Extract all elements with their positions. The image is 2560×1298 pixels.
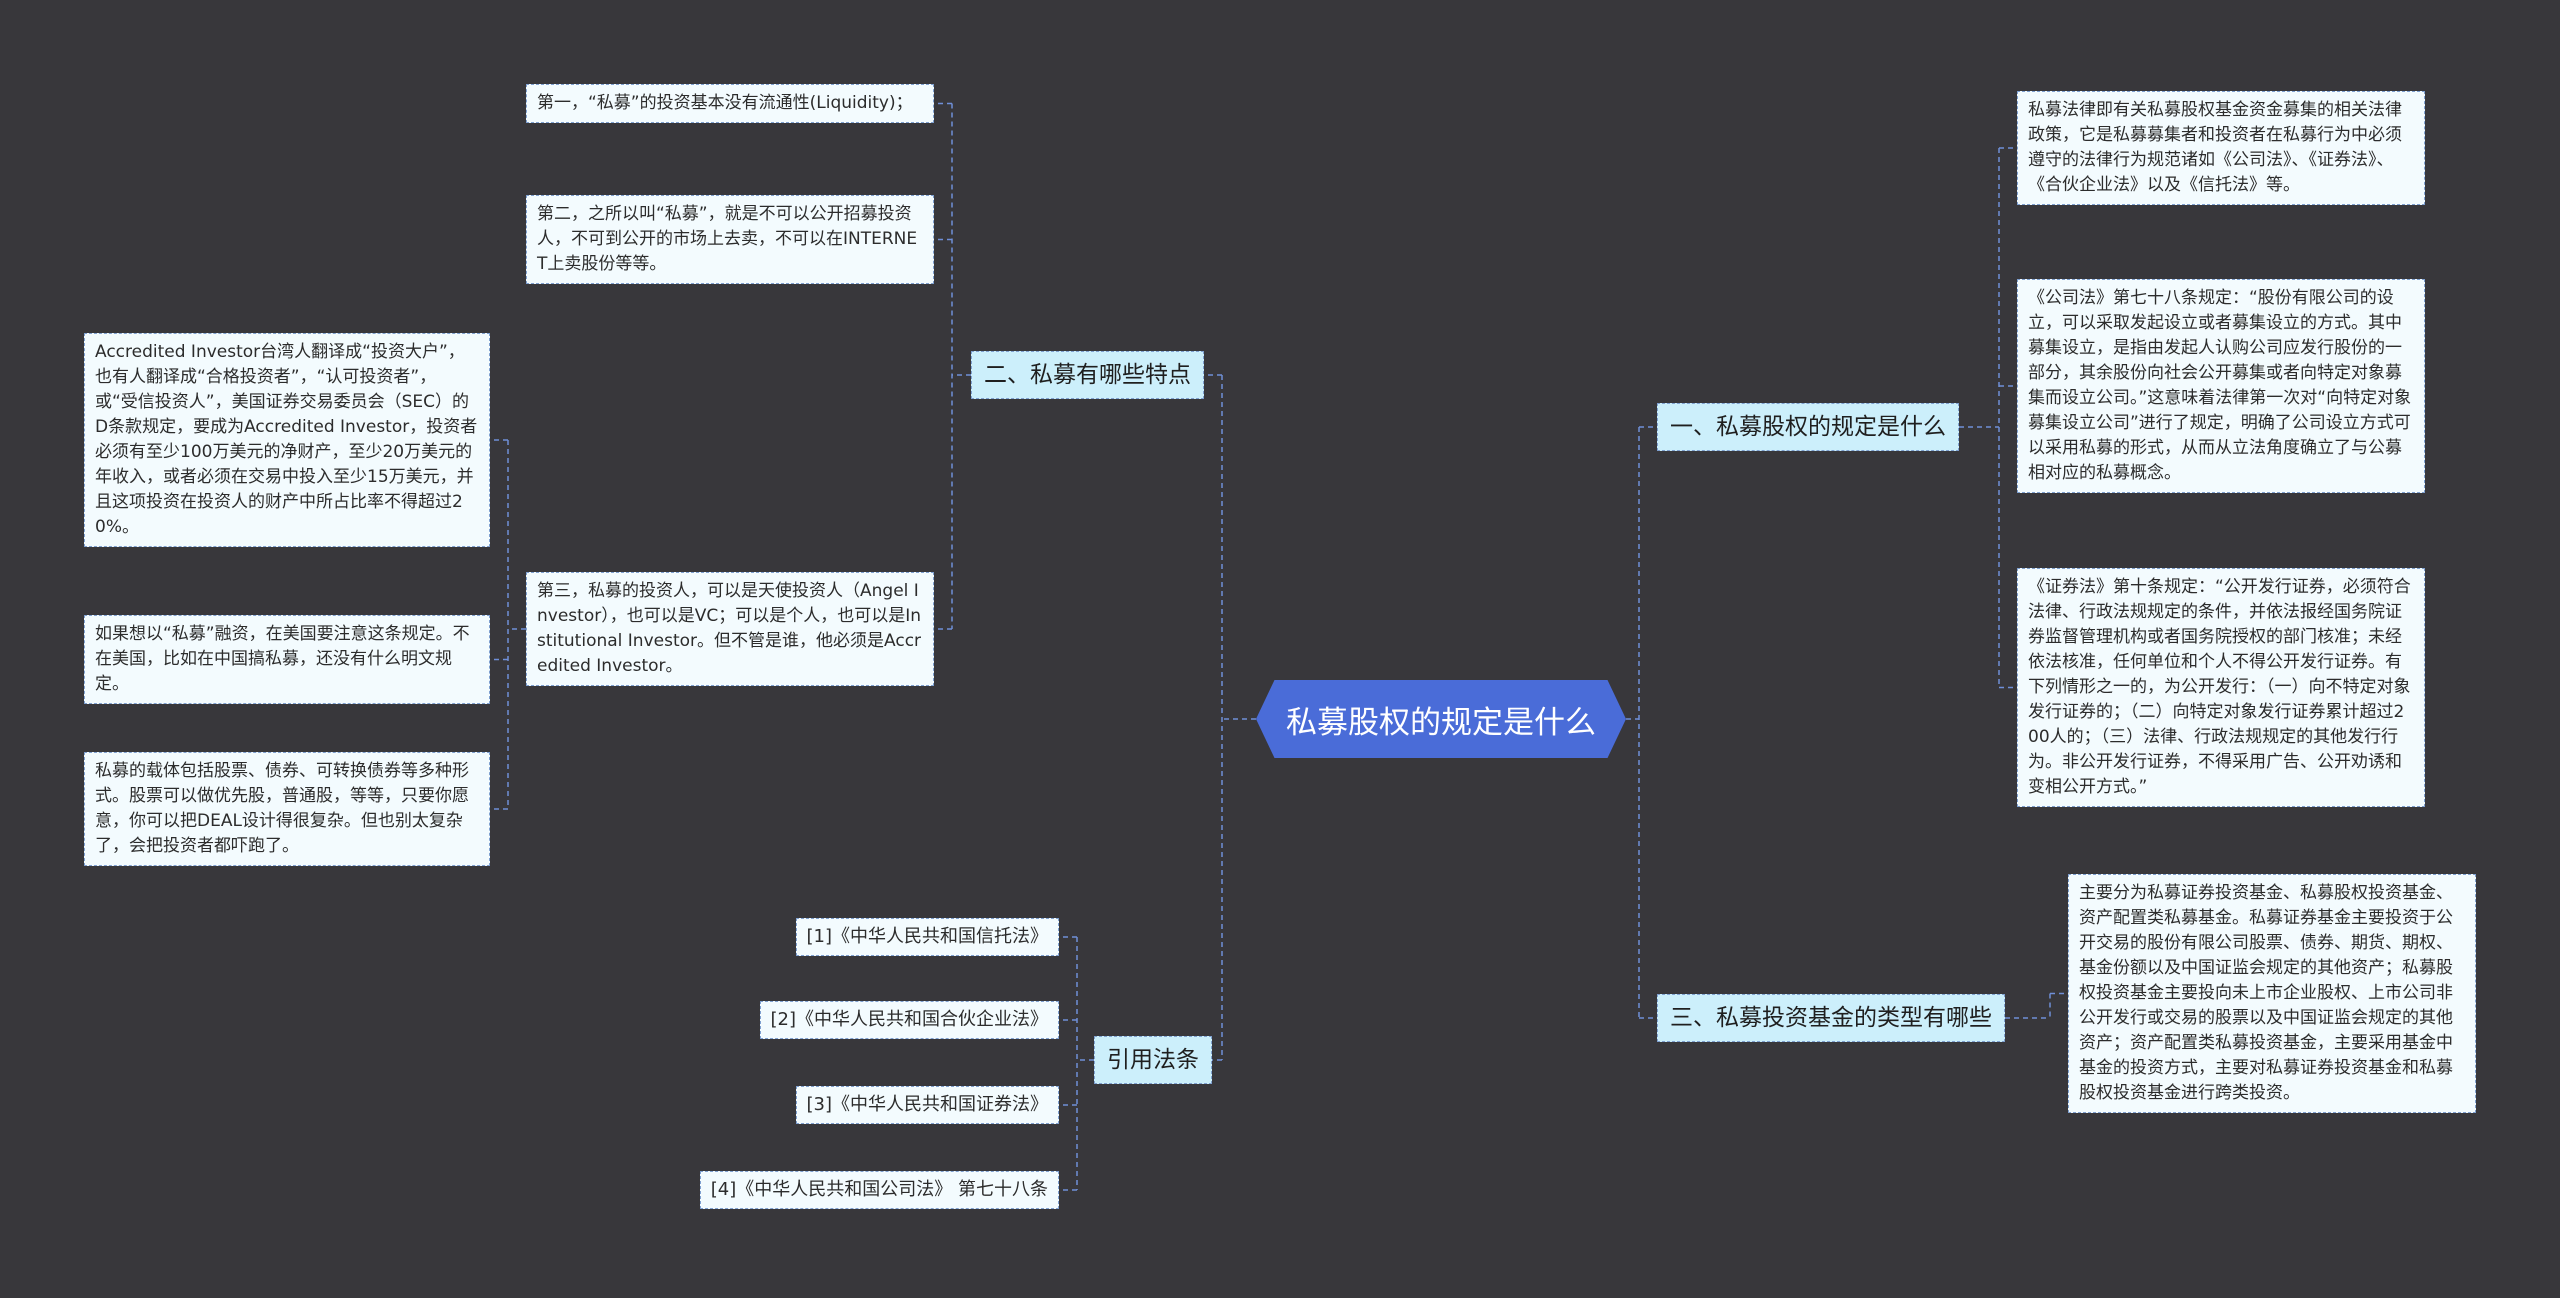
leaf-third-investors: 第三，私募的投资人，可以是天使投资人（Angel Investor），也可以是V… <box>526 572 934 686</box>
leaf-fund-types: 主要分为私募证券投资基金、私募股权投资基金、资产配置类私募基金。私募证券基金主要… <box>2068 874 2476 1113</box>
branch-fund-types[interactable]: 三、私募投资基金的类型有哪些 <box>1657 994 2005 1042</box>
root-topic[interactable]: 私募股权的规定是什么 <box>1256 680 1626 758</box>
branch-regulations[interactable]: 一、私募股权的规定是什么 <box>1657 403 1959 451</box>
leaf-private-placement-law: 私募法律即有关私募股权基金资金募集的相关法律政策，它是私募募集者和投资者在私募行… <box>2017 91 2425 205</box>
leaf-vehicle-forms: 私募的载体包括股票、债券、可转换债券等多种形式。股票可以做优先股，普通股，等等，… <box>84 752 490 866</box>
branch-title: 一、私募股权的规定是什么 <box>1670 414 1946 440</box>
root-title: 私募股权的规定是什么 <box>1286 704 1596 741</box>
branch-cited-laws[interactable]: 引用法条 <box>1094 1036 1212 1084</box>
leaf-us-rule-note: 如果想以“私募”融资，在美国要注意这条规定。不在美国，比如在中国搞私募，还没有什… <box>84 615 490 704</box>
branch-title: 引用法条 <box>1107 1047 1199 1073</box>
leaf-first-liquidity: 第一，“私募”的投资基本没有流通性(Liquidity)； <box>526 84 934 123</box>
branch-title: 二、私募有哪些特点 <box>984 362 1191 388</box>
branch-title: 三、私募投资基金的类型有哪些 <box>1670 1005 1992 1031</box>
citation-securities-law[interactable]: [3]《中华人民共和国证券法》 <box>795 1086 1059 1124</box>
citation-partnership-law[interactable]: [2]《中华人民共和国合伙企业法》 <box>759 1001 1059 1039</box>
leaf-securities-law-art10: 《证券法》第十条规定：“公开发行证券，必须符合法律、行政法规规定的条件，并依法报… <box>2017 568 2425 807</box>
leaf-company-law-art78: 《公司法》第七十八条规定：“股份有限公司的设立，可以采取发起设立或者募集设立的方… <box>2017 279 2425 493</box>
citation-company-law-art78[interactable]: [4]《中华人民共和国公司法》 第七十八条 <box>699 1171 1059 1209</box>
leaf-second-no-public: 第二，之所以叫“私募”，就是不可以公开招募投资人，不可到公开的市场上去卖，不可以… <box>526 195 934 284</box>
leaf-accredited-investor: Accredited Investor台湾人翻译成“投资大户”，也有人翻译成“合… <box>84 333 490 547</box>
citation-trust-law[interactable]: [1]《中华人民共和国信托法》 <box>795 918 1059 956</box>
branch-characteristics[interactable]: 二、私募有哪些特点 <box>971 351 1204 399</box>
